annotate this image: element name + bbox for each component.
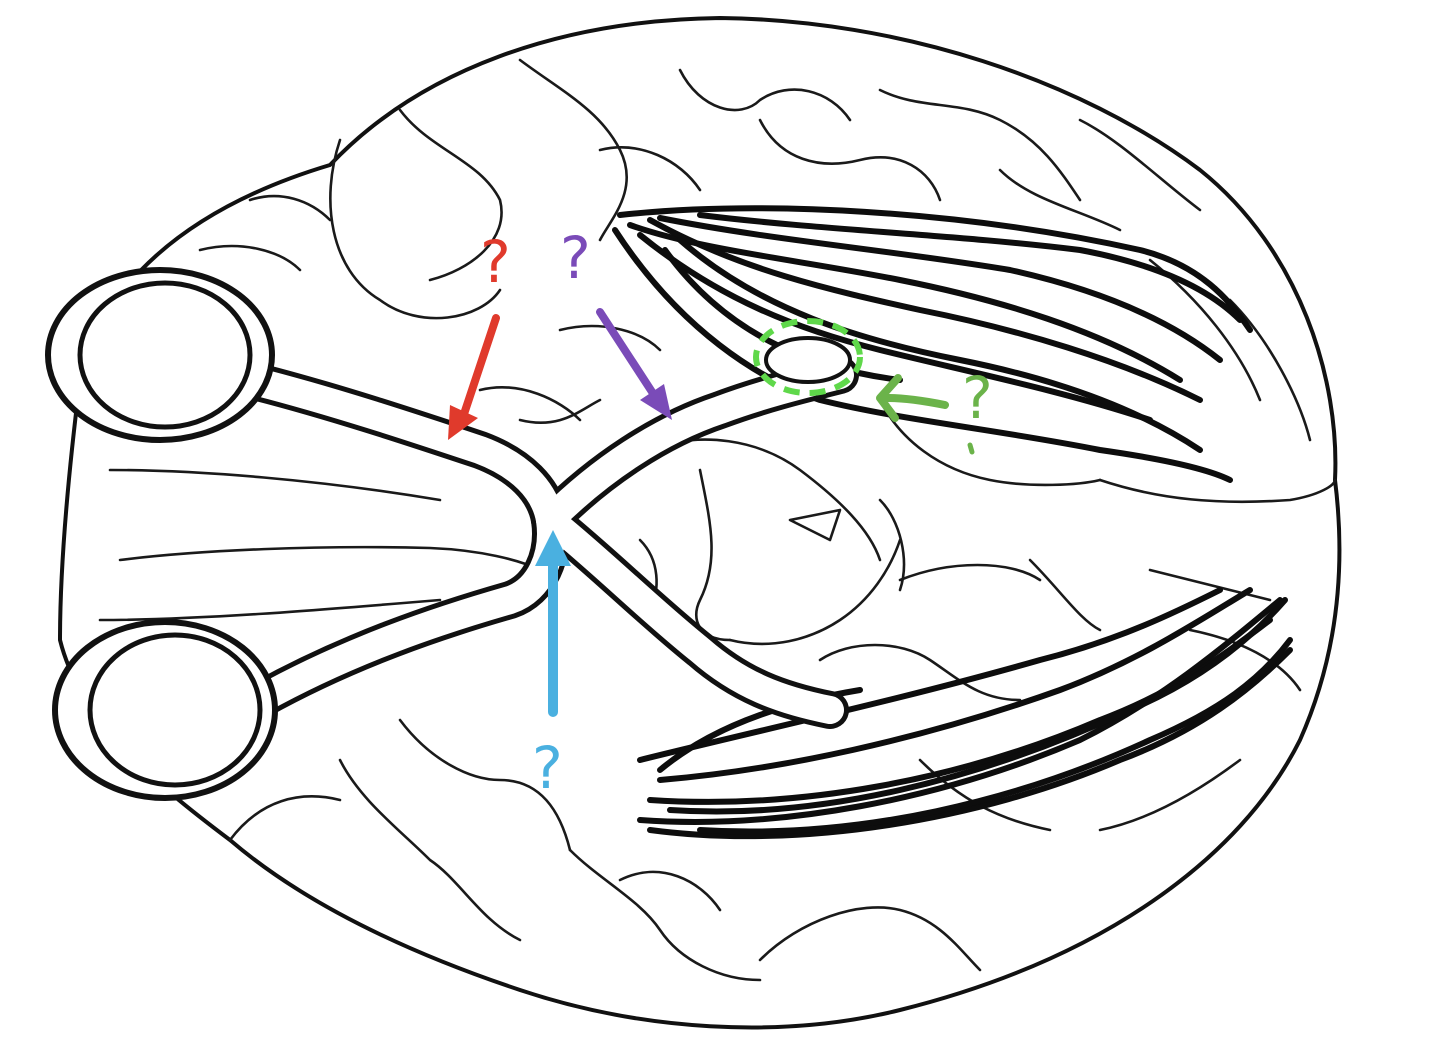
label-green-question: ?: [962, 364, 993, 432]
optic-pathway: [45, 267, 859, 801]
eye-lower-inner: [87, 632, 263, 788]
label-blue-question: ?: [532, 734, 563, 802]
optic-radiation-upper: [612, 205, 1253, 483]
arrow-blue: [535, 530, 571, 717]
arrow-red: [448, 314, 500, 440]
optic-radiation-lower: [637, 587, 1293, 840]
highlight-circle: [753, 318, 863, 396]
eye-upper-inner: [77, 280, 253, 430]
arrow-green: [876, 374, 975, 455]
arrow-purple: [596, 308, 672, 420]
label-purple-question: ?: [560, 224, 591, 292]
label-red-question: ?: [480, 228, 511, 296]
brain-outline: [58, 16, 1342, 1030]
lgn-node: [764, 336, 852, 384]
cortical-gyri: [98, 58, 1337, 982]
